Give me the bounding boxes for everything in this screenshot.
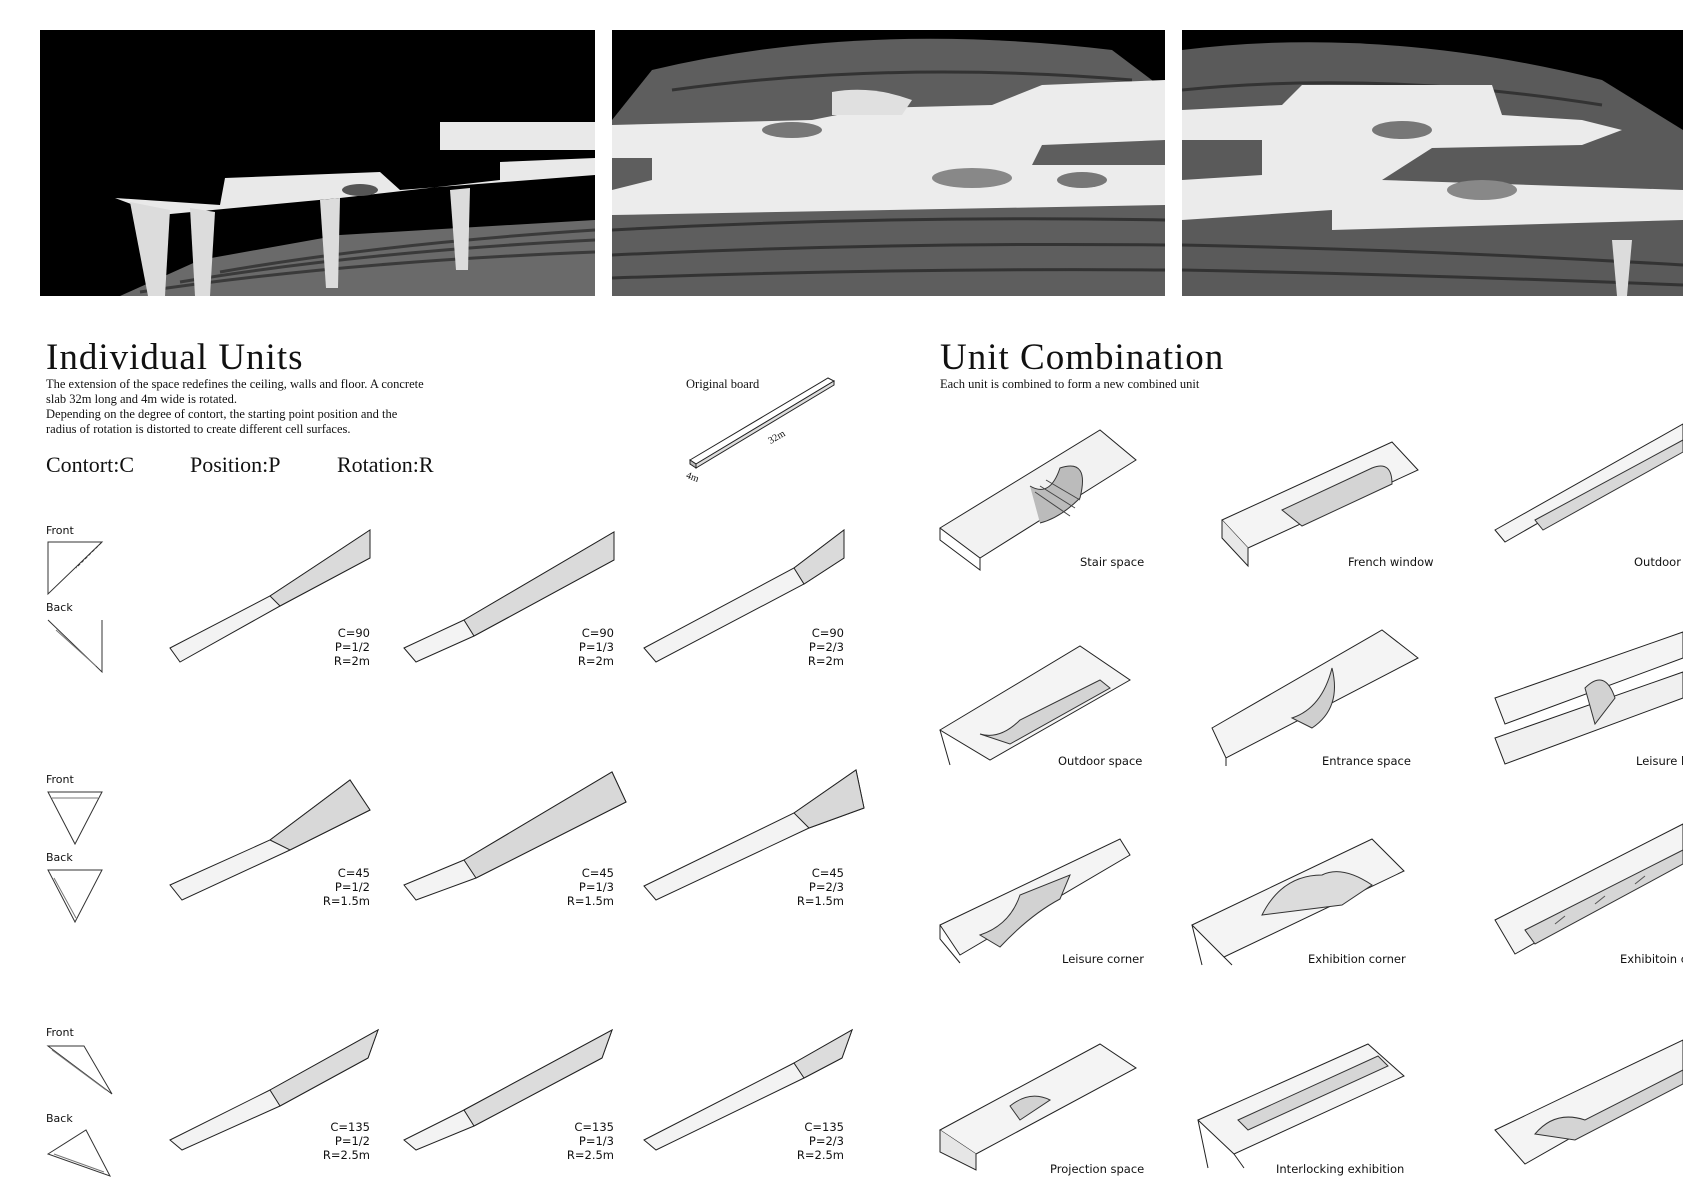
model-photo-right — [1182, 30, 1683, 296]
param-rotation: R=2m — [577, 654, 614, 668]
combination-caption: Stair space — [1080, 555, 1145, 569]
description-line: radius of rotation is distorted to creat… — [46, 422, 351, 436]
combination-drawing — [1494, 628, 1683, 766]
unit-parameters: C=45 P=1/3 R=1.5m — [562, 866, 614, 908]
unit-drawing — [643, 528, 845, 668]
param-position: P=2/3 — [808, 880, 844, 894]
section-back-diagram — [46, 866, 106, 926]
unit-parameters: C=45 P=2/3 R=1.5m — [792, 866, 844, 908]
param-position: P=1/3 — [578, 640, 614, 654]
param-rotation: R=1.5m — [322, 894, 370, 908]
param-position: P=1/3 — [578, 1134, 614, 1148]
combination-caption: Outdoor — [1634, 555, 1681, 569]
description-line: The extension of the space redefines the… — [46, 377, 424, 391]
param-rotation: R=2m — [807, 654, 844, 668]
combination-caption: Interlocking exhibition — [1276, 1162, 1405, 1176]
section-front-diagram — [46, 788, 106, 848]
combination-drawing — [1494, 420, 1683, 550]
model-photo-left — [40, 30, 595, 296]
combination-drawing — [1494, 820, 1683, 960]
unit-parameters: C=135 P=1/2 R=2.5m — [318, 1120, 370, 1162]
legend-rotation: Rotation:R — [337, 452, 434, 477]
section-front-diagram — [46, 538, 106, 598]
original-board-label: Original board — [686, 377, 760, 391]
combination-drawing — [939, 428, 1140, 571]
view-back-label: Back — [46, 1112, 73, 1125]
param-contort: C=90 — [337, 626, 370, 640]
description-line: Depending on the degree of contort, the … — [46, 407, 398, 421]
param-contort: C=135 — [574, 1120, 614, 1134]
view-back-label: Back — [46, 851, 73, 864]
view-front-label: Front — [46, 1026, 74, 1039]
model-photo-middle — [612, 30, 1165, 296]
param-position: P=1/2 — [334, 1134, 370, 1148]
combination-drawing — [1197, 1040, 1408, 1170]
unit-parameters: C=90 P=1/3 R=2m — [562, 626, 614, 668]
param-rotation: R=2.5m — [566, 1148, 614, 1162]
param-rotation: R=2m — [333, 654, 370, 668]
unit-parameters: C=90 P=1/2 R=2m — [318, 626, 370, 668]
combination-drawing — [939, 640, 1140, 766]
combination-caption: Leisure b — [1636, 754, 1683, 768]
combination-caption: Exhibitoin c — [1620, 952, 1683, 966]
combination-drawing — [939, 1040, 1140, 1171]
param-rotation: R=1.5m — [566, 894, 614, 908]
individual-units-title: Individual Units — [46, 337, 304, 378]
unit-drawing — [403, 1028, 614, 1153]
param-position: P=2/3 — [808, 1134, 844, 1148]
param-position: P=1/2 — [334, 640, 370, 654]
combination-caption: Exhibition corner — [1308, 952, 1406, 966]
unit-parameters: C=135 P=1/3 R=2.5m — [562, 1120, 614, 1162]
combination-caption: Projection space — [1050, 1162, 1145, 1176]
param-rotation: R=1.5m — [796, 894, 844, 908]
section-back-diagram — [46, 616, 106, 676]
individual-units-description: The extension of the space redefines the… — [46, 377, 646, 437]
combination-caption: Outdoor space — [1058, 754, 1143, 768]
view-front-label: Front — [46, 524, 74, 537]
param-rotation: R=2.5m — [796, 1148, 844, 1162]
param-contort: C=45 — [337, 866, 370, 880]
unit-parameters: C=45 P=1/2 R=1.5m — [318, 866, 370, 908]
unit-drawing — [403, 528, 615, 668]
unit-parameters: C=90 P=2/3 R=2m — [792, 626, 844, 668]
legend-contort: Contort:C — [46, 452, 135, 477]
combination-caption: Entrance space — [1322, 754, 1411, 768]
unit-drawing — [643, 1028, 854, 1153]
unit-combination-title: Unit Combination — [940, 337, 1225, 378]
combination-drawing — [1211, 628, 1422, 766]
unit-drawing — [169, 528, 371, 668]
unit-drawing — [169, 1028, 380, 1153]
combination-drawing — [1191, 835, 1407, 966]
combination-drawing — [1494, 1030, 1683, 1170]
param-contort: C=90 — [811, 626, 844, 640]
unit-drawing — [403, 770, 627, 905]
param-position: P=1/3 — [578, 880, 614, 894]
param-contort: C=90 — [581, 626, 614, 640]
param-rotation: R=2.5m — [322, 1148, 370, 1162]
section-front-diagram — [46, 1042, 116, 1098]
param-position: P=2/3 — [808, 640, 844, 654]
unit-drawing — [643, 768, 865, 906]
combination-caption: Leisure corner — [1062, 952, 1144, 966]
original-board-drawing — [686, 372, 866, 492]
description-line: slab 32m long and 4m wide is rotated. — [46, 392, 237, 406]
param-contort: C=45 — [811, 866, 844, 880]
param-contort: C=135 — [330, 1120, 370, 1134]
unit-drawing — [169, 770, 371, 905]
view-front-label: Front — [46, 773, 74, 786]
view-back-label: Back — [46, 601, 73, 614]
unit-combination-subtitle: Each unit is combined to form a new comb… — [940, 377, 1200, 391]
combination-drawing — [939, 835, 1140, 965]
param-position: P=1/2 — [334, 880, 370, 894]
section-back-diagram — [46, 1126, 116, 1180]
legend-position: Position:P — [190, 452, 281, 477]
combination-caption: French window — [1348, 555, 1434, 569]
combination-drawing — [1221, 440, 1422, 570]
unit-parameters: C=135 P=2/3 R=2.5m — [792, 1120, 844, 1162]
param-contort: C=45 — [581, 866, 614, 880]
param-contort: C=135 — [804, 1120, 844, 1134]
